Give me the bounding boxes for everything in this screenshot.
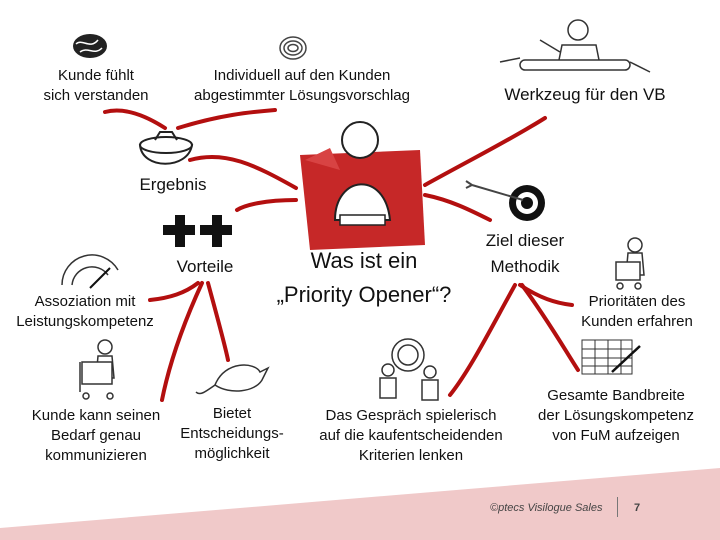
branch-vorteile-label: Vorteile xyxy=(176,257,234,276)
branch-ziel-label: Ziel dieser Methodik xyxy=(485,231,565,276)
footer-divider xyxy=(617,497,618,517)
connector-kunde-kann xyxy=(160,281,204,402)
item-individuell: Individuell auf den Kunden abgestimmter … xyxy=(194,67,410,104)
connector-vorteile xyxy=(235,198,298,212)
branch-ergebnis-label: Ergebnis xyxy=(139,175,207,194)
connector-ziel xyxy=(423,193,492,222)
item-prioritaeten: Prioritäten des Kunden erfahren xyxy=(581,293,693,330)
item-gespraech: Das Gespräch spielerisch auf die kaufent… xyxy=(319,407,503,464)
speedometer-icon xyxy=(61,254,119,289)
center-figure-icon xyxy=(300,121,425,250)
item-kunde-fuehlt: Kunde fühlt sich verstanden xyxy=(43,67,149,104)
bowl-icon xyxy=(138,131,194,165)
plus-plus-icon xyxy=(163,215,232,247)
connector-gespraech xyxy=(448,283,517,397)
mouse-icon xyxy=(195,364,270,395)
item-bietet: Bietet Entscheidungs- möglichkeit xyxy=(180,405,284,462)
checklist-grid-icon xyxy=(581,339,641,375)
connector-ergebnis xyxy=(188,154,298,190)
page-number: 7 xyxy=(634,502,641,514)
people-coin-icon xyxy=(379,338,439,401)
footer-copyright: ©ptecs Visilogue Sales xyxy=(490,502,603,514)
shopping-cart-person-right-icon xyxy=(615,237,645,290)
center-title: Was ist ein „Priority Opener“? xyxy=(276,248,452,307)
target-icon xyxy=(465,180,545,221)
connector-assoziation xyxy=(148,281,200,302)
branch-werkzeug-label: Werkzeug für den VB xyxy=(504,85,666,104)
connector-bandbreite xyxy=(520,283,580,372)
fingerprint-icon xyxy=(279,36,307,60)
swiss-knife-icon xyxy=(499,19,651,73)
connector-individuell xyxy=(176,108,277,130)
connector-werkzeug xyxy=(423,116,547,187)
connector-kunde-fuehlt xyxy=(103,108,167,130)
shopping-cart-person-icon xyxy=(79,339,115,400)
item-kunde-kann: Kunde kann seinen Bedarf genau kommunizi… xyxy=(31,407,161,464)
connector-bietet xyxy=(206,281,230,362)
item-bandbreite: Gesamte Bandbreite der Lösungskompetenz … xyxy=(538,387,694,444)
item-assoziation: Assoziation mit Leistungskompetenz xyxy=(16,293,154,330)
brain-icon xyxy=(73,34,107,58)
